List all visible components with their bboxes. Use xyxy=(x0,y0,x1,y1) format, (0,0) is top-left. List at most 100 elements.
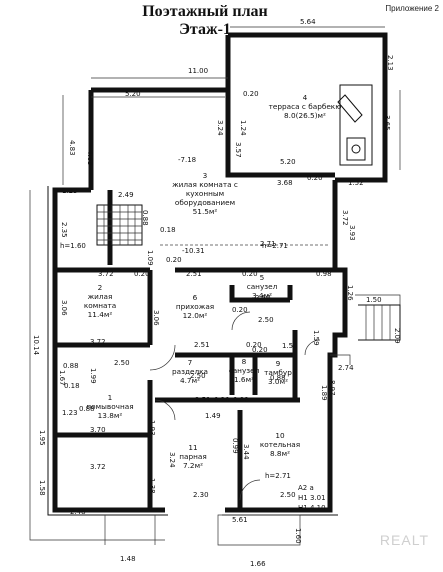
dimension-value: 0.88 xyxy=(63,362,79,370)
dimension-value: 8.97 xyxy=(328,380,336,396)
dimension-value: 2.35 xyxy=(60,222,68,238)
dimension-value: 3.57 xyxy=(234,142,242,158)
dimension-value: 0.20 xyxy=(214,396,230,404)
dimension-value: 1.59 xyxy=(312,330,320,346)
dimension-value: 1.58 xyxy=(38,480,46,496)
dimension-value: 3.44 xyxy=(242,444,250,460)
dimension-value: 0.20 xyxy=(243,90,259,98)
dimension-value: 1.67 xyxy=(58,370,66,386)
dimension-value: 2.49 xyxy=(118,191,134,199)
dimension-value: 0.20 xyxy=(232,306,248,314)
dimension-value: 0.88 xyxy=(79,405,95,413)
dimension-lines xyxy=(29,26,401,546)
dimension-value: 3.93 xyxy=(348,225,356,241)
dimension-value: 1.89 xyxy=(320,385,328,401)
dimension-value: 1.93 xyxy=(148,420,156,436)
dimension-value: 0.20 xyxy=(252,346,268,354)
dimension-value: 10.14 xyxy=(32,335,40,356)
dimension-value: 0.88 xyxy=(141,210,149,226)
floor-label: Этаж-1 xyxy=(179,21,231,38)
dimension-value: 5.20 xyxy=(125,90,141,98)
entrance-steps xyxy=(358,304,401,341)
dimension-value: 1.38 xyxy=(148,478,156,494)
dimension-value: 1.99 xyxy=(89,368,97,384)
dimension-value: 1.09 xyxy=(146,250,154,266)
dimension-value: 0.98 xyxy=(316,270,332,278)
dimension-value: 0.18 xyxy=(160,226,176,234)
height-stair: h=1.60 xyxy=(60,242,86,250)
dimension-value: 3.72 xyxy=(98,270,114,278)
dimension-value: 5.61 xyxy=(232,516,248,524)
dimension-value: 2.50 xyxy=(280,491,296,499)
interior-walls xyxy=(55,90,345,510)
dimension-value: 1.60 xyxy=(294,528,302,544)
legend-line-1: A2 а xyxy=(298,484,314,492)
dimension-value: 3.06 xyxy=(60,300,68,316)
dimension-value: 5.20 xyxy=(280,158,296,166)
dimension-value: 3.72 xyxy=(90,463,106,471)
legend-line-2: H1 3.01 xyxy=(298,494,326,502)
dimension-value: 3.06 xyxy=(152,310,160,326)
height-boiler: h=2.71 xyxy=(265,472,291,480)
dimension-value: 2.50 xyxy=(255,294,271,302)
dimension-value: 2.48 xyxy=(70,508,86,516)
dimension-value: 1.48 xyxy=(120,555,136,563)
dimension-value: 3.24 xyxy=(216,120,224,136)
dimension-value: 5.64 xyxy=(300,18,316,26)
dimension-value: 2.51 xyxy=(195,396,211,404)
door-swings xyxy=(149,311,321,501)
dimension-value: 0.18 xyxy=(64,382,80,390)
dimension-value: 0.88 xyxy=(233,396,249,404)
height-upper: h=2.71 xyxy=(262,242,288,250)
dimension-value: 1.49 xyxy=(205,412,221,420)
dimension-value: 2.74 xyxy=(338,364,354,372)
watermark-logo: REALT xyxy=(379,532,429,548)
dimension-value: 4.83 xyxy=(68,140,76,156)
dimension-value: 1.24 xyxy=(239,120,247,136)
dimension-value: 1.23 xyxy=(62,187,78,195)
dimension-value: 2.51 xyxy=(186,270,202,278)
dimension-value: 2.51 xyxy=(194,341,210,349)
dimension-value: 3.65 xyxy=(383,115,391,131)
dimension-value: 1.66 xyxy=(250,560,266,568)
dimension-value: 1.23 xyxy=(62,409,78,417)
terrace-details xyxy=(337,84,373,166)
dimension-value: 3.24 xyxy=(168,452,176,468)
dimension-value: 0.20 xyxy=(242,270,258,278)
dimension-value: 2.50 xyxy=(114,359,130,367)
legend-line-3: H1 4.10 xyxy=(298,504,326,512)
dimension-value: 0.20 xyxy=(166,256,182,264)
dimension-value: 1.26 xyxy=(346,285,354,301)
dimension-value: 2.50 xyxy=(190,372,206,380)
dimension-value: 1.95 xyxy=(38,430,46,446)
dimension-value: 0.99 xyxy=(231,438,239,454)
dimension-value: 0.20 xyxy=(134,270,150,278)
staircase xyxy=(96,204,143,246)
dimension-value: 0.20 xyxy=(246,341,262,349)
dimension-value: 0.20 xyxy=(307,174,323,182)
barbecue-icon xyxy=(337,94,363,123)
dimension-value: 2.09 xyxy=(393,328,401,344)
dimension-value: 2.13 xyxy=(386,55,394,71)
dimension-value: 0.88 xyxy=(270,374,286,382)
dimension-value: 2.30 xyxy=(193,491,209,499)
dimension-value: 4.63 xyxy=(86,150,94,166)
dimension-value: 1.54 xyxy=(282,342,298,350)
dimension-value: 1.50 xyxy=(366,296,382,304)
dimension-value: 3.72 xyxy=(90,338,106,346)
dimension-value: 3.70 xyxy=(90,426,106,434)
dimension-value: 1.52 xyxy=(348,179,364,187)
